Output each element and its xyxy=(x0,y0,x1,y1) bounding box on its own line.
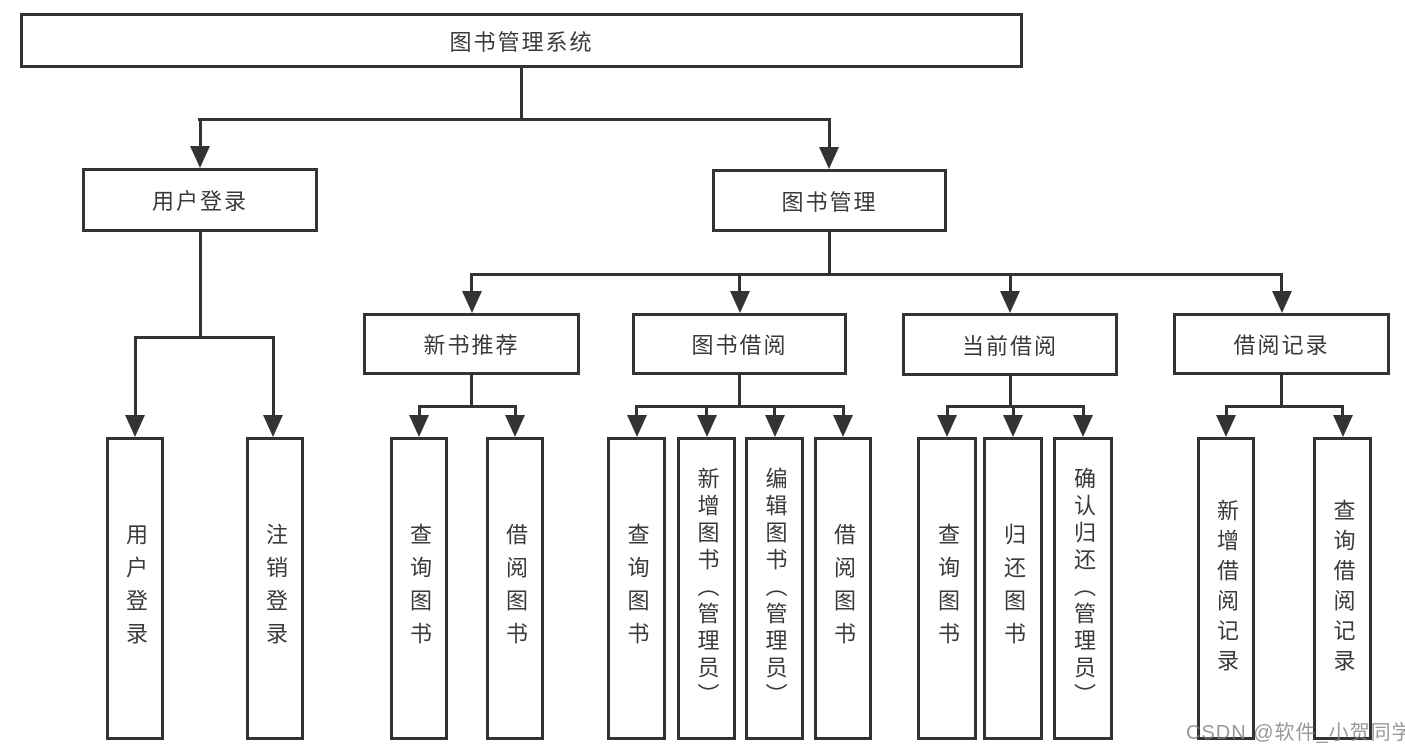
leaf-logout: 注销登录 xyxy=(246,437,304,740)
arrow-down-icon xyxy=(1073,415,1093,437)
arrow-down-icon xyxy=(764,415,785,437)
node-new-book-recommend: 新书推荐 xyxy=(363,313,580,375)
arrow-down-icon xyxy=(1000,291,1020,313)
arrow-down-icon xyxy=(409,415,429,437)
watermark: CSDN @软件_小贺同学 xyxy=(1186,722,1405,744)
connector-stem xyxy=(945,405,949,415)
connector-stem xyxy=(1280,273,1283,291)
connector-stem xyxy=(841,405,845,415)
arrow-down-icon xyxy=(505,415,525,437)
arrow-down-icon xyxy=(729,291,750,313)
connector-group-rail xyxy=(417,405,517,408)
leaf-return-book: 归还图书 xyxy=(983,437,1043,740)
connector-stem xyxy=(705,405,708,415)
arrow-down-icon xyxy=(833,415,853,437)
arrow-down-icon xyxy=(626,415,647,437)
connector-stem xyxy=(773,405,776,415)
node-borrow-record: 借阅记录 xyxy=(1173,313,1390,375)
connector-group-stem xyxy=(738,375,741,405)
arrow-down-icon xyxy=(1216,415,1236,437)
connector-group-stem xyxy=(1008,376,1012,405)
leaf-query-book-recommend: 查询图书 xyxy=(390,437,448,740)
connector-level1-rail xyxy=(198,118,831,121)
connector-stem xyxy=(1008,273,1012,291)
leaf-user-login: 用户登录 xyxy=(106,437,164,740)
arrow-down-icon xyxy=(696,415,717,437)
node-user-login: 用户登录 xyxy=(82,168,318,232)
arrow-down-icon xyxy=(1003,415,1023,437)
arrow-down-icon xyxy=(263,415,283,437)
leaf-borrow-book: 借阅图书 xyxy=(814,437,872,740)
connector-stem xyxy=(1011,405,1015,415)
arrow-down-icon xyxy=(937,415,957,437)
arrow-down-icon xyxy=(461,291,482,313)
leaf-query-book-borrow: 查询图书 xyxy=(607,437,666,740)
connector-root-stem xyxy=(520,68,523,118)
leaf-confirm-return-admin: 确认归还（管理员） xyxy=(1053,437,1113,740)
connector-level3-rail xyxy=(470,273,1283,276)
connector-stem xyxy=(513,405,517,415)
connector-group-rail xyxy=(635,405,845,408)
node-current-borrow: 当前借阅 xyxy=(902,313,1118,376)
connector-stem xyxy=(133,336,137,415)
connector-group-rail xyxy=(945,405,1085,408)
connector-stem xyxy=(827,118,831,147)
connector-stem xyxy=(198,118,202,146)
connector-group-stem xyxy=(470,375,473,405)
connector-stem xyxy=(1341,405,1344,415)
connector-stem xyxy=(1081,405,1085,415)
leaf-query-book-current: 查询图书 xyxy=(917,437,977,740)
connector-bookmgmt-stem xyxy=(827,232,831,273)
node-book-management: 图书管理 xyxy=(712,169,947,232)
arrow-down-icon xyxy=(1271,291,1292,313)
node-book-borrow: 图书借阅 xyxy=(632,313,847,375)
connector-userlogin-stem xyxy=(198,232,202,336)
connector-stem xyxy=(417,405,421,415)
arrow-down-icon xyxy=(1332,415,1353,437)
connector-stem xyxy=(635,405,638,415)
node-root: 图书管理系统 xyxy=(20,13,1023,68)
arrow-down-icon xyxy=(819,147,839,169)
leaf-query-borrow-record: 查询借阅记录 xyxy=(1313,437,1372,740)
arrow-down-icon xyxy=(125,415,145,437)
connector-group-stem xyxy=(1280,375,1283,405)
connector-stem xyxy=(470,273,473,291)
connector-userlogin-rail xyxy=(133,336,275,339)
arrow-down-icon xyxy=(190,146,210,168)
connector-stem xyxy=(271,336,275,415)
connector-group-rail xyxy=(1224,405,1344,408)
leaf-borrow-book-recommend: 借阅图书 xyxy=(486,437,544,740)
leaf-edit-book-admin: 编辑图书（管理员） xyxy=(745,437,804,740)
connector-stem xyxy=(1224,405,1228,415)
connector-stem xyxy=(738,273,741,291)
leaf-add-book-admin: 新增图书（管理员） xyxy=(677,437,736,740)
leaf-add-borrow-record: 新增借阅记录 xyxy=(1197,437,1255,740)
